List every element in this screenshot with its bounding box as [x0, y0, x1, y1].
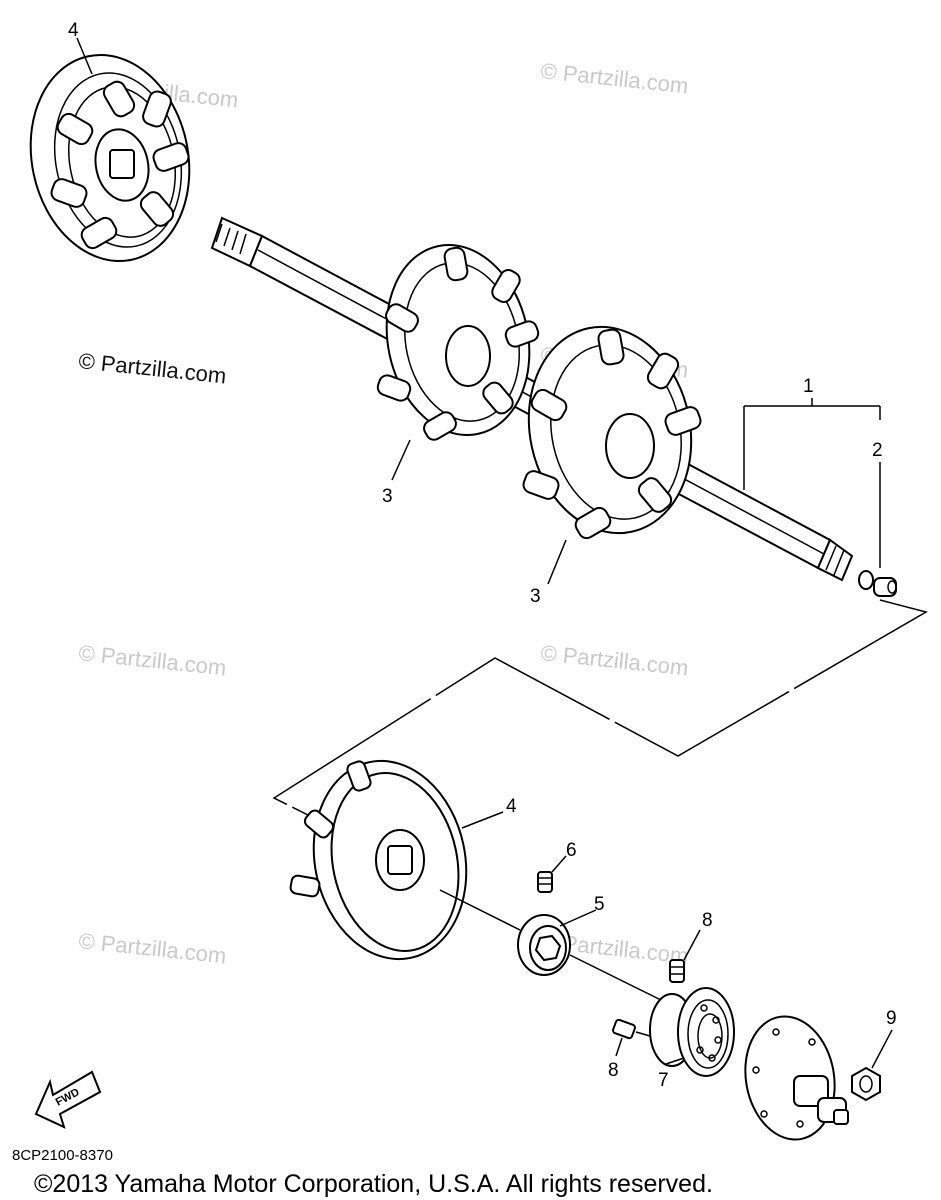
watermark: © Partzilla.com [539, 640, 689, 680]
callout-4-bottom: 4 [506, 796, 517, 817]
leader-line [547, 539, 567, 585]
set-screw-6 [537, 871, 553, 893]
collar [517, 914, 571, 976]
connector-line [272, 599, 928, 819]
callout-1: 1 [803, 376, 814, 397]
set-screw-8-top [669, 959, 685, 983]
leader-line [683, 929, 701, 961]
forward-arrow-icon: FWD [34, 1070, 102, 1129]
callout-8-bottom: 8 [608, 1060, 619, 1081]
leader-line [461, 811, 504, 829]
watermark: © Partzilla.com [539, 58, 689, 98]
axis-line [569, 954, 666, 1003]
leader-line [391, 439, 411, 481]
leader-line [76, 37, 93, 75]
leader-line [551, 855, 567, 873]
sprocket-wheel-bottom [289, 759, 468, 961]
callout-8-top: 8 [702, 910, 713, 931]
leader-line [559, 909, 597, 927]
set-screw-8-bottom [612, 1018, 651, 1040]
watermark: © Partzilla.com [77, 640, 227, 680]
watermark: © Partzilla.com [77, 928, 227, 968]
callout-7: 7 [658, 1070, 669, 1091]
copyright-text: ©2013 Yamaha Motor Corporation, U.S.A. A… [34, 1170, 713, 1198]
leader-line [615, 1037, 623, 1057]
callout-3-right: 3 [530, 586, 541, 607]
callout-6: 6 [566, 840, 577, 861]
sprocket-middle-right [522, 325, 702, 540]
nut [851, 1066, 881, 1102]
callout-3-left: 3 [382, 486, 393, 507]
callout-2: 2 [872, 440, 883, 461]
leader-line [871, 1029, 893, 1069]
sprocket-wheel-top [29, 53, 191, 263]
callout-5: 5 [594, 894, 605, 915]
watermark: © Partzilla.com [77, 348, 227, 388]
hub-flange [744, 1015, 849, 1141]
leader-line [665, 1057, 685, 1065]
axis-line [439, 889, 521, 931]
sprocket-middle-left [376, 243, 540, 441]
callout-9: 9 [886, 1008, 897, 1029]
bearing-housing [649, 987, 735, 1077]
callout-4-top: 4 [68, 20, 79, 41]
bracket-1-2 [743, 398, 881, 568]
diagram-code: 8CP2100-8370 [12, 1147, 113, 1164]
